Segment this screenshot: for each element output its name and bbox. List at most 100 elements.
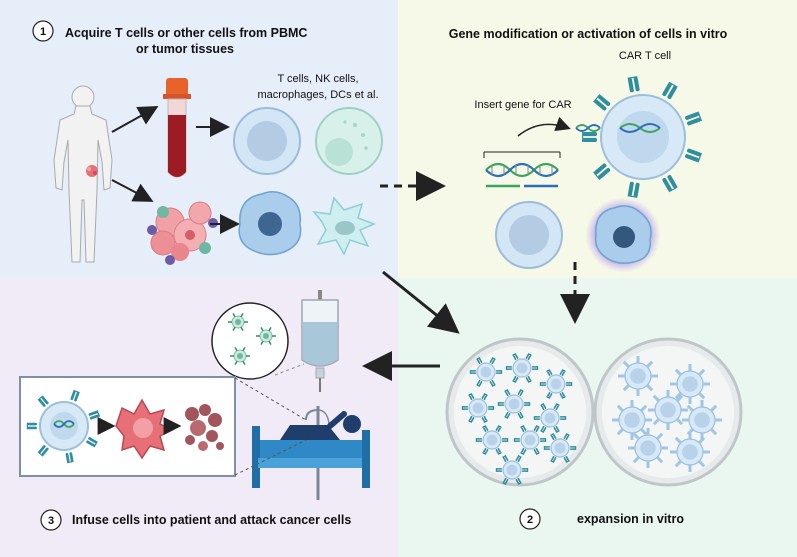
step3-number-badge (40, 509, 62, 531)
car-receptor (546, 391, 553, 399)
car-receptor (504, 389, 511, 397)
car-receptor (525, 375, 532, 383)
inset-link-bottom (234, 439, 307, 476)
car-receptor (65, 452, 74, 464)
car-receptor (482, 447, 489, 455)
car-receptor (662, 81, 678, 99)
activated-cell-icon (585, 197, 661, 273)
car-receptor (515, 455, 522, 463)
insert-gene-label: Insert gene for CAR (474, 99, 571, 111)
tumor-cell-icon (115, 398, 174, 460)
expanded-cell (475, 425, 509, 455)
car-receptor (86, 437, 98, 448)
plain-cell-icon (495, 201, 563, 269)
step2-number: 2 (527, 514, 533, 526)
car-receptor (481, 393, 488, 401)
car-receptor (502, 455, 509, 463)
nk-cell-icon (315, 107, 383, 175)
car-receptor (468, 415, 475, 423)
car-receptor (566, 382, 573, 386)
car-receptor (481, 415, 488, 423)
tumor-spot-icon (86, 165, 98, 177)
expanded-cell (612, 400, 652, 440)
car-receptor (543, 446, 550, 450)
expanded-cell (682, 400, 722, 440)
car-receptor (560, 416, 567, 420)
car-receptor (540, 403, 547, 411)
car-receptor (533, 416, 540, 420)
step3-number: 3 (48, 515, 54, 527)
expanded-cell (670, 364, 710, 404)
car-receptor (593, 163, 611, 181)
car-receptor (685, 111, 703, 126)
car-receptor (489, 379, 496, 387)
step1-number: 1 (40, 26, 46, 38)
t-cell-icon (233, 107, 301, 175)
car-receptor (504, 411, 511, 419)
arrow-insert-gene (517, 116, 571, 137)
car-receptor (522, 468, 529, 472)
car-receptor (685, 148, 703, 163)
step2-label: expansion in vitro (577, 512, 684, 526)
step1-number-badge (32, 20, 54, 42)
dna-icon (483, 151, 561, 188)
step3-label: Infuse cells into patient and attack can… (72, 513, 351, 527)
cell-types-label-line2: macrophages, DCs et al. (257, 89, 378, 101)
car-receptor (496, 370, 503, 374)
blood-tube-icon (163, 78, 191, 178)
car-receptor (495, 425, 502, 433)
car-receptor (502, 477, 509, 485)
expanded-cell (461, 393, 495, 423)
car-receptor (495, 447, 502, 455)
inset-car-receptors (26, 389, 101, 464)
arrow-body-to-tumor (111, 179, 154, 202)
car-receptor (570, 446, 577, 450)
car-receptor (497, 402, 504, 406)
car-receptor (532, 366, 539, 370)
car-receptor (517, 411, 524, 419)
expanded-cell (505, 353, 539, 383)
macrophage-icon (238, 191, 302, 256)
car-receptor (559, 369, 566, 377)
infusion-cell (230, 346, 250, 366)
car-receptor (482, 425, 489, 433)
car-receptor (512, 353, 519, 361)
car-receptor (540, 438, 547, 442)
infusion-cell (256, 326, 276, 346)
car-receptor (662, 175, 678, 193)
car-receptor (525, 353, 532, 361)
car-receptor (553, 425, 560, 433)
car-receptor (593, 93, 611, 111)
infusion-cell (228, 312, 248, 332)
car-receptor (476, 379, 483, 387)
car-receptor (546, 369, 553, 377)
expanded-cell (670, 432, 710, 472)
car-receptor (563, 433, 570, 441)
dish2-cells (612, 356, 722, 472)
car-receptor (88, 410, 101, 420)
expanded-cell (648, 390, 688, 430)
inset-car-t-cell-icon (39, 401, 89, 451)
car-receptors (582, 76, 703, 198)
expanded-cell (539, 369, 573, 399)
car-receptor (469, 370, 476, 374)
car-receptor (515, 477, 522, 485)
zoom-link-line (274, 363, 305, 376)
car-receptor (502, 438, 509, 442)
tumor-tissue-icon (147, 201, 218, 265)
car-receptor (468, 393, 475, 401)
dish1-cells (461, 353, 577, 485)
cell-types-label-line1: T cells, NK cells, (277, 73, 358, 85)
car-receptor (627, 181, 640, 198)
car-receptor (559, 391, 566, 399)
gene-mod-title: Gene modification or activation of cells… (449, 27, 728, 41)
car-receptor (26, 422, 37, 430)
car-receptor (550, 455, 557, 463)
car-receptor (461, 406, 468, 410)
car-receptor (563, 455, 570, 463)
car-receptor (540, 425, 547, 433)
expanded-cell (495, 455, 529, 485)
car-receptor (475, 438, 482, 442)
car-receptor (627, 76, 640, 93)
